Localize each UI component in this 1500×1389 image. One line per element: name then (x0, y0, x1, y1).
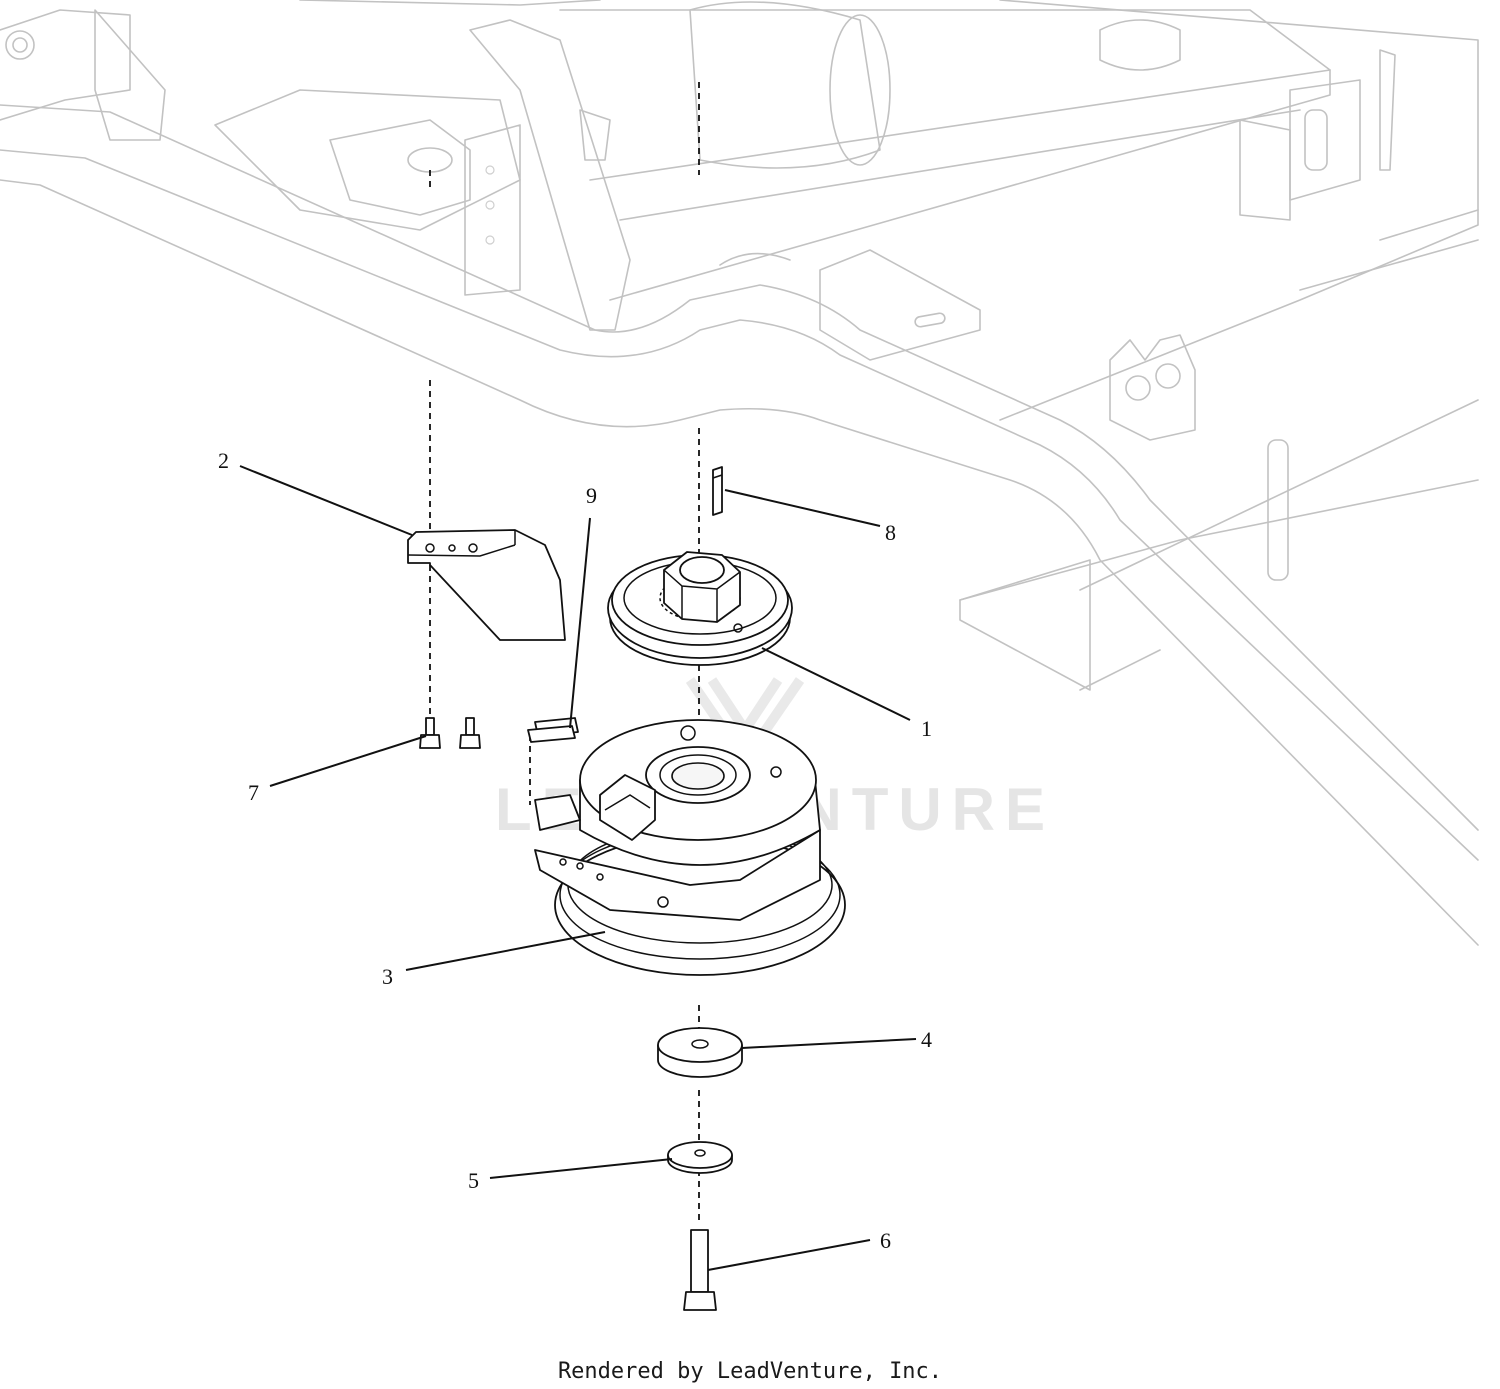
leader-9 (569, 517, 591, 729)
callout-4: 4 (921, 1027, 932, 1052)
washer-part-4 (657, 1027, 743, 1078)
callout-3: 3 (382, 964, 393, 989)
bracket-part-2 (407, 529, 566, 641)
key-part-8 (712, 466, 723, 516)
callout-6: 6 (880, 1228, 891, 1253)
clutch-part-3 (534, 719, 846, 976)
callout-8: 8 (885, 520, 896, 545)
pulley-part-1 (607, 551, 793, 666)
bolt-part-6 (683, 1229, 717, 1311)
render-credit: Rendered by LeadVenture, Inc. (558, 1359, 942, 1384)
callout-5: 5 (468, 1168, 479, 1193)
callout-7: 7 (248, 780, 259, 805)
leader-6 (707, 1239, 871, 1271)
leader-7 (269, 735, 427, 787)
assembly-centerlines (429, 82, 700, 1225)
leader-5 (489, 1158, 673, 1179)
callout-labels: 1 2 3 4 5 6 7 8 9 (218, 448, 932, 1253)
mower-frame (0, 0, 1479, 946)
leader-1 (761, 647, 911, 721)
callout-9: 9 (586, 483, 597, 508)
spacer-part-9 (527, 717, 579, 743)
leader-4 (741, 1038, 917, 1049)
callout-1: 1 (921, 716, 932, 741)
leader-2 (239, 465, 413, 536)
bolts-part-7 (419, 717, 481, 749)
leader-lines (239, 465, 917, 1271)
callout-2: 2 (218, 448, 229, 473)
leader-3 (405, 931, 606, 971)
washer-part-5 (667, 1141, 733, 1174)
leader-8 (724, 489, 881, 527)
